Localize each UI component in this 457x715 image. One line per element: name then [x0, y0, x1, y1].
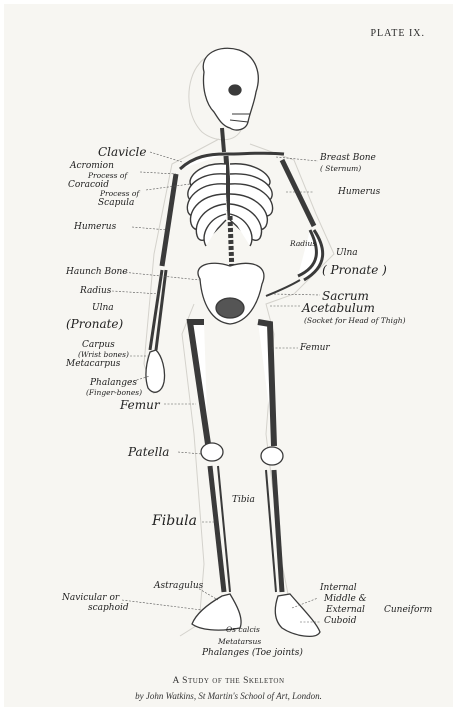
label-acromion: Acromion: [70, 162, 114, 171]
label-process-of-1: Process of: [88, 172, 127, 180]
label-scaphoid: scaphoid: [88, 604, 129, 613]
label-internal: Internal: [320, 584, 357, 593]
label-carpus: Carpus: [82, 341, 115, 350]
label-socket-note: (Socket for Head of Thigh): [304, 317, 406, 325]
label-phalanges-left: Phalanges: [90, 379, 137, 388]
label-ulna-right: Ulna: [336, 249, 358, 258]
label-wrist-bones: (Wrist bones): [78, 351, 129, 359]
label-pronate-left: (Pronate): [66, 318, 123, 330]
label-metacarpus: Metacarpus: [66, 360, 120, 369]
label-radius-right: Radius: [290, 240, 316, 248]
label-cuneiform: Cuneiform: [384, 606, 432, 615]
label-metatarsus: Metatarsus: [218, 638, 261, 646]
label-navicular: Navicular or: [62, 594, 119, 603]
label-tibia: Tibia: [232, 496, 255, 505]
label-haunch-bone: Haunch Bone: [66, 268, 128, 277]
label-radius-left: Radius: [80, 287, 111, 296]
label-breast-bone: Breast Bone: [320, 154, 376, 163]
label-pronate-right: ( Pronate ): [322, 264, 387, 276]
label-acetabulum: Acetabulum: [302, 302, 375, 314]
label-fibula: Fibula: [152, 514, 197, 528]
label-humerus-right: Humerus: [338, 188, 380, 197]
label-femur-right: Femur: [300, 344, 330, 353]
label-sternum: ( Sternum): [320, 165, 361, 173]
label-ulna-left: Ulna: [92, 304, 114, 313]
label-middle: Middle &: [324, 595, 367, 604]
label-os-calcis: Os calcis: [226, 626, 260, 634]
label-finger-bones: (Finger-bones): [86, 389, 142, 397]
label-external: External: [326, 606, 365, 615]
label-cuboid: Cuboid: [324, 617, 357, 626]
label-humerus-left: Humerus: [74, 223, 116, 232]
caption-credit: by John Watkins, St Martin's School of A…: [4, 691, 453, 701]
label-clavicle: Clavicle: [98, 146, 146, 158]
caption-title: A Study of the Skeleton: [4, 676, 453, 686]
plate-page: PLATE IX.: [4, 4, 453, 707]
label-process-of-2: Process of: [100, 190, 139, 198]
label-patella: Patella: [128, 446, 169, 458]
label-femur-left: Femur: [120, 399, 160, 411]
label-astragulus: Astragulus: [154, 582, 203, 591]
label-scapula: Scapula: [98, 199, 134, 208]
skeleton-bones: [146, 48, 323, 636]
label-phalanges-toe: Phalanges (Toe joints): [202, 649, 303, 658]
